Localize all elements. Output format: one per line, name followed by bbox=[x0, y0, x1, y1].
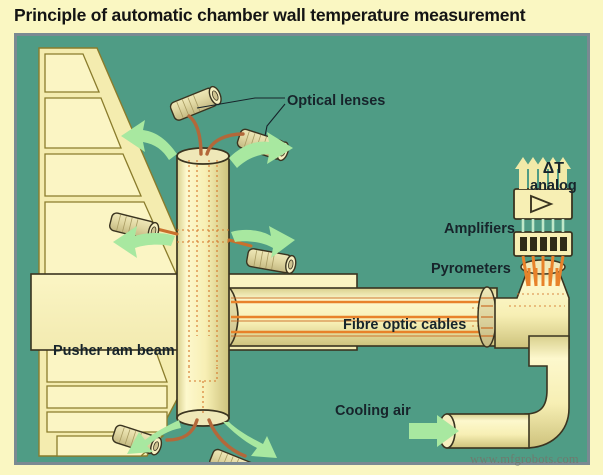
manifold-return-bend bbox=[524, 335, 570, 449]
optical-lens bbox=[169, 85, 222, 121]
pyrometer-channel bbox=[550, 237, 557, 251]
lens-group-bottom bbox=[112, 418, 277, 462]
label-delta-t-analog: ΔT analog bbox=[530, 160, 577, 194]
lens-group-middle bbox=[109, 212, 297, 275]
cooling-manifold bbox=[438, 259, 570, 449]
pyrometer-box bbox=[513, 231, 573, 287]
emission-arrow bbox=[121, 120, 177, 160]
tube-top-cap bbox=[176, 147, 230, 165]
diagram-canvas: Optical lenses Pusher ram beam Fibre opt… bbox=[14, 33, 590, 465]
emission-arrow bbox=[113, 226, 175, 258]
cooling-air-arrow bbox=[409, 415, 459, 447]
fibre-cable-lines bbox=[231, 300, 493, 334]
amplifier-box bbox=[513, 188, 573, 232]
pyrometer-channel bbox=[540, 237, 547, 251]
signal-lines-lower bbox=[521, 219, 565, 232]
emission-arrow-group bbox=[121, 120, 293, 168]
label-amplifiers: Amplifiers bbox=[444, 221, 515, 237]
label-delta-t: ΔT bbox=[542, 160, 564, 177]
wall-segment bbox=[44, 97, 122, 149]
optical-lens bbox=[209, 448, 255, 462]
pyrometer-channel bbox=[560, 237, 567, 251]
label-optical-lenses: Optical lenses bbox=[287, 93, 386, 109]
wall-segment bbox=[44, 153, 142, 197]
emission-arrow bbox=[223, 422, 277, 458]
pyrometer-channel-group bbox=[520, 237, 567, 251]
tube-bottom-cap bbox=[176, 409, 230, 427]
vertical-probe-tube bbox=[155, 147, 253, 427]
wall-segment bbox=[46, 385, 168, 409]
pyrometer-channel bbox=[520, 237, 527, 251]
label-cooling-air: Cooling air bbox=[335, 403, 411, 419]
wall-segment bbox=[44, 53, 100, 93]
pyrometer-channel bbox=[530, 237, 537, 251]
emission-arrow bbox=[229, 132, 293, 168]
manifold-cone bbox=[494, 265, 570, 349]
lens-group-top bbox=[121, 85, 293, 168]
figure-title: Principle of automatic chamber wall temp… bbox=[14, 5, 526, 25]
optical-lens bbox=[245, 248, 297, 275]
label-fibre-optic-cables: Fibre optic cables bbox=[343, 317, 467, 333]
leader-lines bbox=[196, 97, 286, 137]
pyrometer-fibre-feed bbox=[521, 255, 565, 287]
op-amp-triangle bbox=[530, 194, 554, 214]
diagram-svg bbox=[30, 47, 573, 462]
horizontal-conduit bbox=[210, 280, 557, 354]
cooling-inlet-pipe bbox=[446, 413, 530, 449]
output-arrow-group bbox=[515, 157, 571, 189]
watermark: www.mfgrobots.com bbox=[470, 452, 579, 466]
label-pyrometers: Pyrometers bbox=[431, 261, 511, 277]
emission-arrow bbox=[127, 420, 181, 454]
emission-arrow bbox=[231, 226, 295, 258]
wall-segment bbox=[46, 411, 168, 433]
label-analog: analog bbox=[530, 177, 577, 194]
label-pusher-ram-beam: Pusher ram beam bbox=[53, 343, 175, 359]
